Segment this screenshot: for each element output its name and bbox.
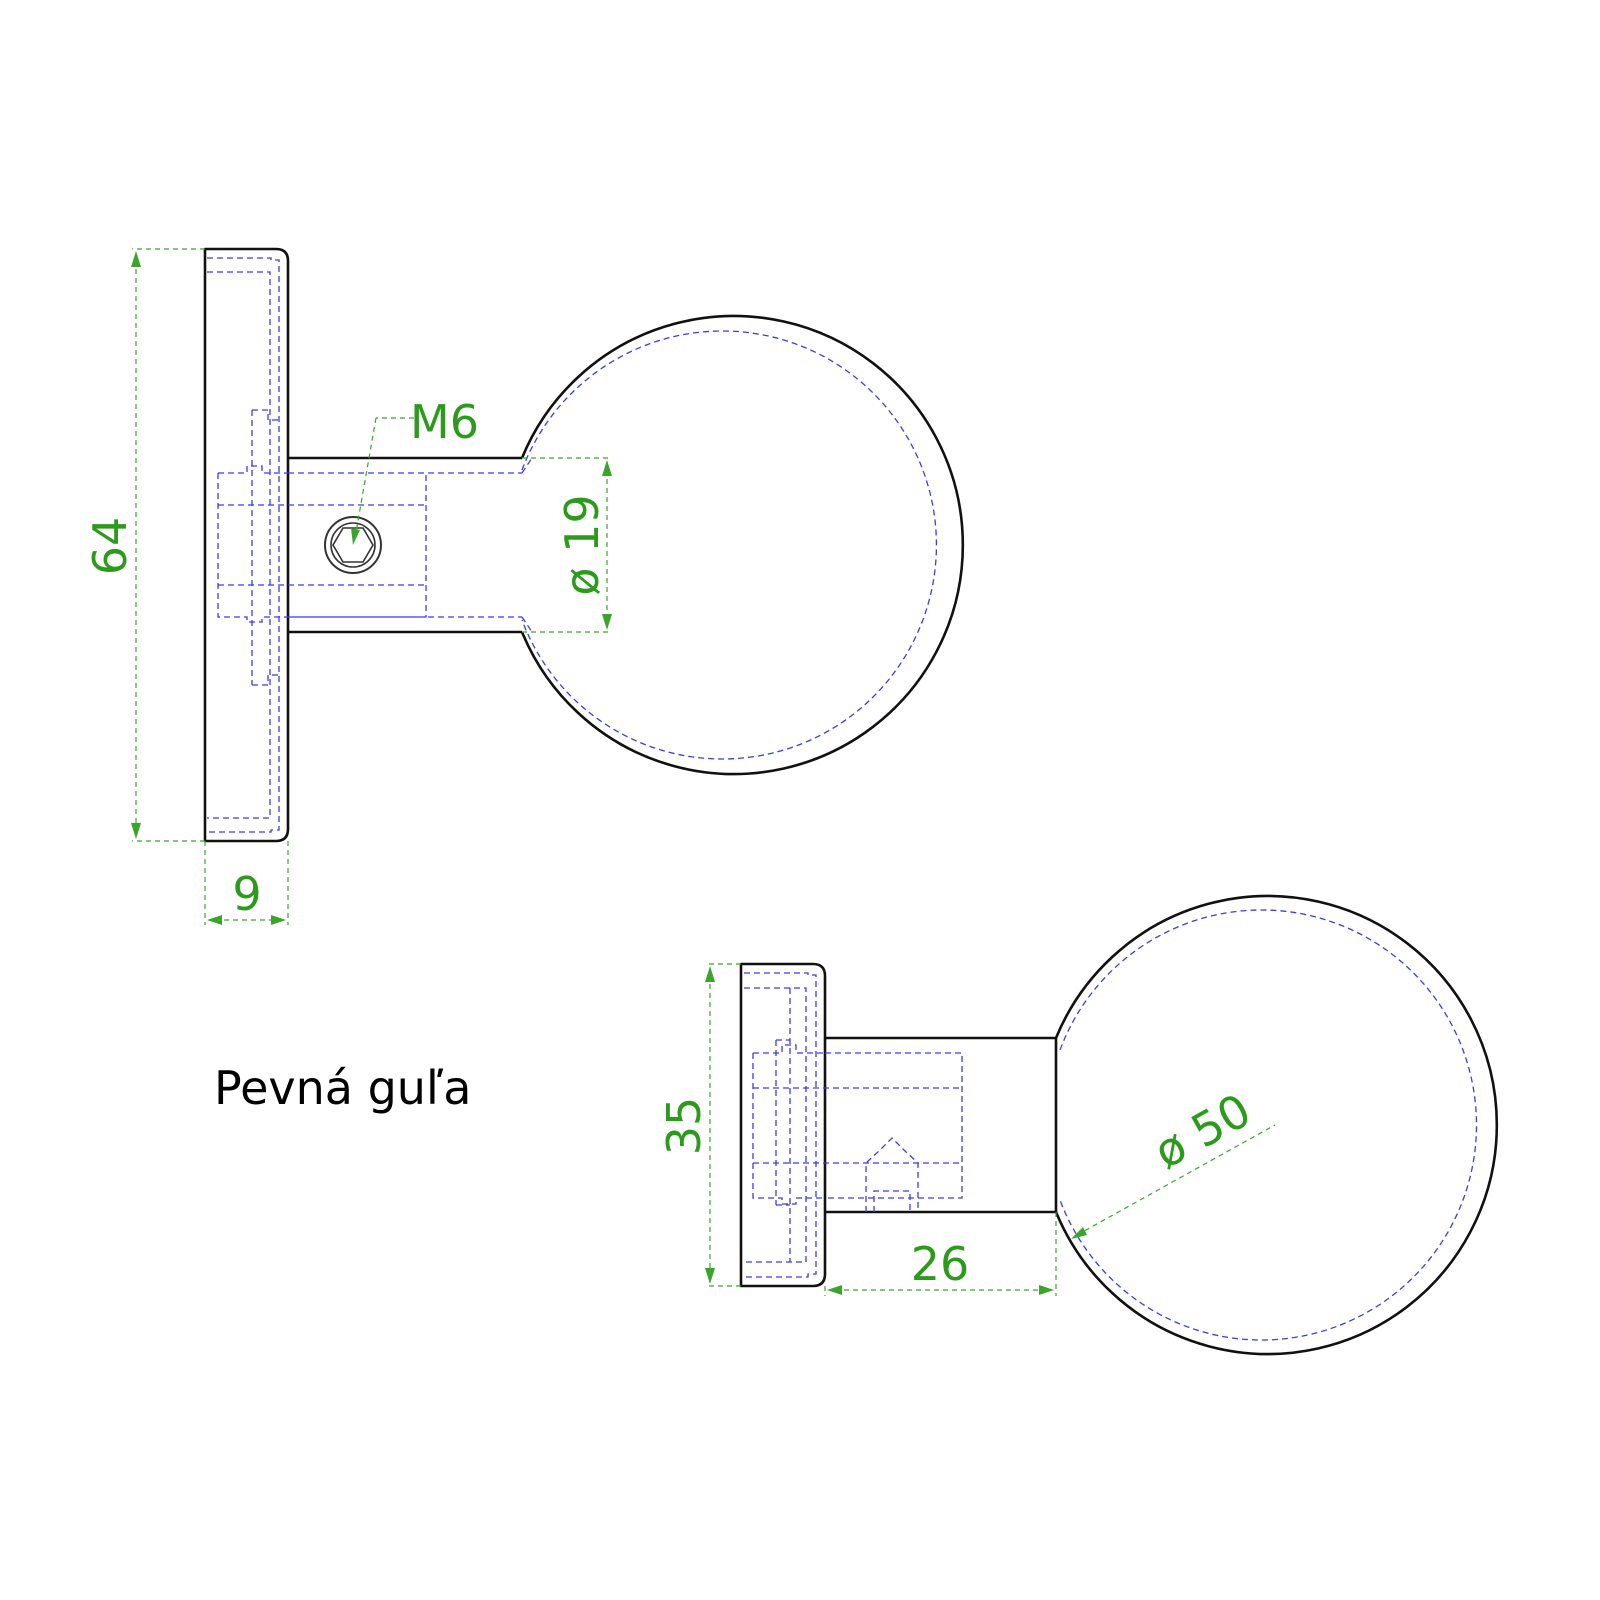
dimension-plate-height-bottom xyxy=(705,963,741,1287)
top-plate-outline xyxy=(203,247,290,843)
set-screw-icon xyxy=(324,516,382,574)
top-screw-hidden xyxy=(217,457,533,633)
bottom-ball-outline xyxy=(1054,894,1499,1356)
bottom-plate-hidden xyxy=(744,972,817,1278)
caption: Pevná guľa xyxy=(214,1061,471,1115)
dimension-ball-diameter xyxy=(1071,1124,1276,1239)
dimension-plate-height-top xyxy=(131,248,205,842)
bottom-view: 35 26 ø 50 xyxy=(657,894,1499,1356)
dim-label-m6: M6 xyxy=(410,395,479,449)
dim-label-35: 35 xyxy=(657,1097,711,1156)
dimension-plate-thickness xyxy=(204,841,289,925)
top-plate-hidden xyxy=(207,257,280,833)
bottom-plate-outline xyxy=(739,962,827,1288)
dim-label-26: 26 xyxy=(911,1237,970,1291)
bottom-bore-hidden xyxy=(752,1044,963,1205)
dimension-neck-diameter xyxy=(522,457,612,633)
bottom-neck-outline xyxy=(825,1036,1058,1214)
dim-label-9: 9 xyxy=(232,867,261,921)
top-ball-hidden xyxy=(521,330,938,760)
top-view: 64 9 M6 ø 19 xyxy=(83,247,965,925)
leader-thread xyxy=(351,417,414,545)
dim-label-64: 64 xyxy=(83,517,137,576)
top-ball-outline xyxy=(520,314,965,776)
dim-label-neck-diameter: ø 19 xyxy=(555,494,609,595)
dim-label-ball-diameter: ø 50 xyxy=(1145,1083,1260,1179)
bottom-ball-hidden xyxy=(1059,909,1478,1341)
dimension-neck-length xyxy=(824,1212,1057,1296)
bottom-set-screw-hidden xyxy=(865,1137,919,1212)
top-neck-outline xyxy=(288,456,522,634)
